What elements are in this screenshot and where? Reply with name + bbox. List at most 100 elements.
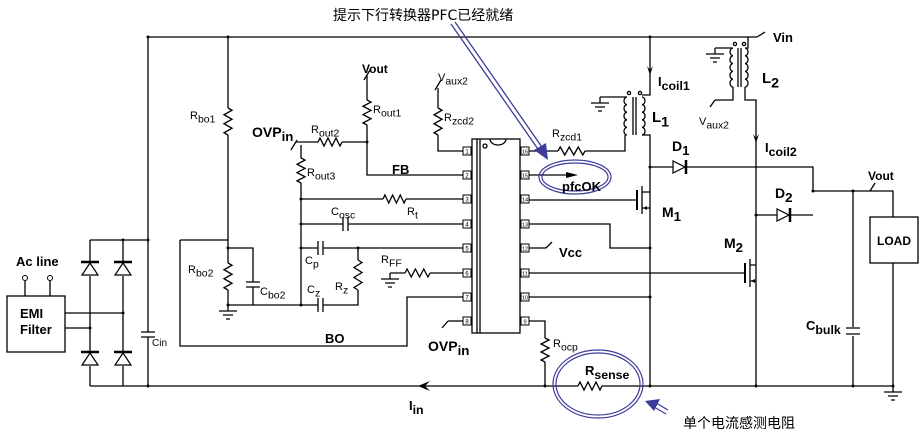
rz-resistor xyxy=(352,259,364,291)
junction-dot xyxy=(648,246,652,250)
wire xyxy=(642,134,651,386)
label-subscript: out2 xyxy=(319,128,340,139)
load-box xyxy=(869,216,919,264)
label-main: D xyxy=(775,185,785,201)
callout-arrow-head xyxy=(534,143,548,160)
icoil1-arrow-icon xyxy=(647,66,653,75)
cin-capacitor xyxy=(141,331,155,338)
label-rout3: Rout3 xyxy=(307,167,335,182)
m1-channel xyxy=(641,186,650,214)
ic-pin-right xyxy=(520,316,530,326)
ic-pin-right xyxy=(520,194,530,204)
label-cz: Cz xyxy=(307,284,320,299)
label-vout1: Vout xyxy=(362,62,388,76)
ic-pin-number: 7 xyxy=(465,296,469,302)
d2-diode xyxy=(776,208,791,222)
junction-dot xyxy=(648,295,652,299)
label-vcc: Vcc xyxy=(559,245,582,260)
vaux2-terminal-icon xyxy=(434,79,442,91)
label-cbo2: Cbo2 xyxy=(260,286,286,301)
junction-dot xyxy=(754,213,758,217)
wire-gap xyxy=(245,282,261,287)
junction-dot xyxy=(891,384,895,388)
ic-pin-left xyxy=(462,146,472,156)
label-cin: Cin xyxy=(152,338,167,349)
label-main: Cin xyxy=(152,338,167,349)
label-main: Vout xyxy=(868,169,894,183)
label-m2: M2 xyxy=(724,235,743,255)
junction-dot xyxy=(121,311,125,315)
dot xyxy=(637,90,643,96)
label-main: D xyxy=(672,138,682,154)
label-main: C xyxy=(307,284,315,296)
ic-pin-right xyxy=(520,146,530,156)
label-subscript: bo2 xyxy=(196,268,214,279)
wire-gap xyxy=(318,297,323,313)
label-subscript: z xyxy=(315,288,320,299)
wire xyxy=(529,320,546,386)
junction-dot xyxy=(88,326,92,330)
callout-arrow-head xyxy=(645,399,660,411)
iin-arrow-icon xyxy=(418,381,430,391)
label-main: R xyxy=(188,264,196,276)
label-main: Filter xyxy=(20,322,52,337)
label-main: C xyxy=(260,286,268,298)
label-subscript: aux2 xyxy=(445,76,468,87)
junction-dot xyxy=(299,303,303,307)
dot xyxy=(732,41,738,47)
l2-core xyxy=(737,48,742,87)
label-main: BO xyxy=(325,331,345,346)
label-rout2: Rout2 xyxy=(311,124,339,139)
wire-gap xyxy=(140,332,156,337)
label-subscript: t xyxy=(415,210,418,221)
ic-pin-number: 9 xyxy=(523,320,526,326)
label-subscript: zcd2 xyxy=(452,116,474,127)
label-ovpin2: OVPin xyxy=(428,338,469,358)
label-main: I xyxy=(765,140,769,155)
highlight-ellipse xyxy=(555,352,641,416)
rff-resistor xyxy=(404,267,431,279)
l2-secondary-coil xyxy=(729,47,734,88)
label-subscript: out3 xyxy=(315,171,336,182)
label-vin: Vin xyxy=(773,30,793,45)
ic-pin-number: 10 xyxy=(522,296,528,302)
label-main: C xyxy=(331,206,339,218)
ic-pin-number: 1 xyxy=(465,150,469,156)
ground-icon xyxy=(884,386,902,401)
l1-core xyxy=(632,97,637,135)
ic-pin-number: 11 xyxy=(522,272,528,278)
m2-channel xyxy=(749,259,756,287)
ic-pin-number: 4 xyxy=(465,223,469,229)
ic-pin-number: 8 xyxy=(465,320,469,326)
label-subscript: in xyxy=(413,403,424,417)
wire-gap xyxy=(318,240,323,256)
ground-icon xyxy=(591,97,609,112)
wire xyxy=(529,223,650,249)
label-fb: FB xyxy=(392,162,409,177)
label-ovpin1: OVPin xyxy=(252,124,293,144)
wire xyxy=(179,240,463,347)
vout-terminal-icon xyxy=(363,69,371,81)
label-icoil1: Icoil1 xyxy=(658,74,690,93)
ground-icon xyxy=(219,305,237,320)
wire-gap xyxy=(846,327,860,336)
junction-dot xyxy=(299,222,303,226)
ic-pin-number: 6 xyxy=(465,272,469,278)
label-cp: Cp xyxy=(305,255,319,270)
junction-dot xyxy=(811,189,815,193)
label-subscript: coil2 xyxy=(769,145,797,159)
label-subscript: 2 xyxy=(785,190,792,205)
label-main: OVP xyxy=(428,338,458,354)
emi-filter-box xyxy=(6,295,66,353)
label-main: R xyxy=(381,254,389,266)
rt-resistor xyxy=(382,193,407,205)
ic-pin-left xyxy=(462,268,472,278)
label-main: I xyxy=(658,74,662,89)
wire xyxy=(228,248,359,306)
label-main: C xyxy=(305,255,313,267)
label-rzcd2: Rzcd2 xyxy=(444,112,474,127)
label-main: LOAD xyxy=(877,234,911,248)
l2-primary-coil xyxy=(744,47,749,88)
bottom-annotation: 单个电流感测电阻 xyxy=(683,415,795,432)
dot xyxy=(626,90,632,96)
